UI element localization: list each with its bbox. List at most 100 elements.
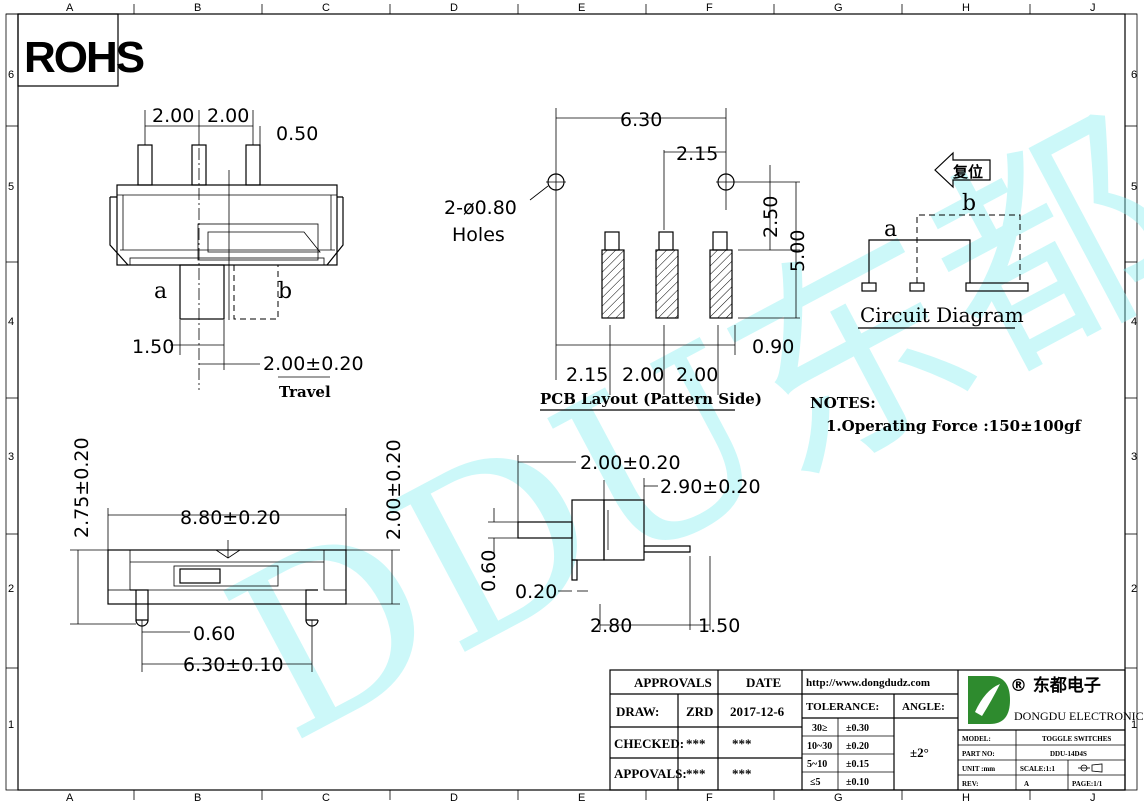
frame-col-label: G — [834, 792, 843, 804]
checked-label: CHECKED: — [614, 736, 684, 751]
top-dim-pitch-1: 2.00 — [152, 105, 194, 127]
model-value: TOGGLE SWITCHES — [1042, 735, 1111, 743]
pcb-pad — [601, 249, 625, 319]
circuit-diagram — [858, 151, 1029, 329]
top-label-b: b — [278, 279, 292, 304]
company-name-en: DONGDU ELECTRONICS — [1014, 709, 1144, 723]
draw-date: 2017-12-6 — [730, 704, 785, 719]
pcb-pad — [709, 249, 733, 319]
approvals-header: APPROVALS — [634, 675, 712, 690]
frame-col-label: G — [834, 2, 843, 14]
side-dim-3: 0.60 — [478, 550, 500, 592]
pcb-dim-bottom-2: 2.00 — [622, 364, 664, 386]
top-travel-label: Travel — [279, 383, 331, 401]
frame-col-label: E — [578, 2, 585, 14]
frame-row-label: 5 — [8, 181, 14, 193]
frame-col-label: D — [450, 2, 458, 14]
pcb-dim-pad: 0.90 — [752, 336, 794, 358]
circuit-reset-label: 复位 — [952, 163, 983, 181]
date-header: DATE — [746, 675, 781, 690]
frame-row-label: 6 — [8, 69, 14, 81]
frame-row-label: 2 — [8, 583, 14, 595]
tol-range-3: ≤5 — [810, 777, 821, 788]
frame-row-label: 6 — [1131, 69, 1137, 81]
approvals-name: *** — [686, 766, 706, 781]
top-dim-actuator: 1.50 — [132, 336, 174, 358]
pcb-dim-overall: 6.30 — [620, 109, 662, 131]
tol-range-2: 5~10 — [807, 759, 827, 770]
frame-col-label: A — [66, 792, 74, 804]
tolerance-label: TOLERANCE: — [806, 701, 879, 713]
rohs-box: ROHS — [17, 13, 146, 87]
pcb-pin-top — [712, 231, 728, 251]
draw-label: DRAW: — [616, 704, 659, 719]
rev-label: REV: — [962, 780, 978, 788]
front-dim-leg: 0.60 — [193, 623, 235, 645]
side-dim-6: 1.50 — [698, 615, 740, 637]
notes-title: NOTES: — [810, 394, 876, 412]
top-dim-pin-width: 0.50 — [276, 123, 318, 145]
top-label-a: a — [154, 279, 167, 304]
drawing-frame — [5, 4, 1138, 800]
frame-row-label: 1 — [1131, 719, 1137, 731]
frame-col-label: H — [962, 2, 970, 14]
pcb-dim-bottom-3: 2.00 — [676, 364, 718, 386]
frame-col-label: H — [962, 792, 970, 804]
frame-col-label: C — [322, 792, 330, 804]
circuit-title: Circuit Diagram — [860, 303, 1024, 327]
title-block — [609, 669, 1126, 791]
model-label: MODEL: — [962, 735, 991, 743]
tol-value-3: ±0.10 — [846, 777, 869, 788]
frame-row-label: 2 — [1131, 583, 1137, 595]
tol-value-2: ±0.15 — [846, 759, 869, 770]
rev-value: A — [1024, 780, 1029, 788]
frame-col-label: F — [706, 792, 713, 804]
notes-line1: 1.Operating Force :150±100gf — [826, 417, 1082, 435]
angle-value: ±2° — [910, 745, 929, 760]
top-dim-pitch-2: 2.00 — [207, 105, 249, 127]
pcb-layout-view — [529, 108, 800, 411]
frame-col-label: D — [450, 792, 458, 804]
frame-col-label: J — [1090, 2, 1096, 14]
page-label: PAGE:1/1 — [1072, 780, 1103, 788]
pcb-holes-label: Holes — [452, 224, 505, 246]
checked-date: *** — [732, 736, 752, 751]
website: http://www.dongdudz.com — [806, 677, 930, 689]
front-dim-height-body: 2.00±0.20 — [383, 439, 405, 540]
scale-label: SCALE:1:1 — [1020, 765, 1056, 773]
tol-value-0: ±0.30 — [846, 723, 869, 734]
frame-col-label: B — [194, 792, 201, 804]
pcb-pin-top — [604, 231, 620, 251]
frame-col-label: B — [194, 2, 201, 14]
pcb-layout-title: PCB Layout (Pattern Side) — [540, 390, 762, 408]
front-dim-height-total: 2.75±0.20 — [71, 437, 93, 538]
part-value: DDU-14D4S — [1050, 750, 1087, 758]
approvals-date: *** — [732, 766, 752, 781]
frame-col-label: F — [706, 2, 713, 14]
tol-range-0: 30≥ — [812, 723, 828, 734]
draw-name: ZRD — [686, 704, 713, 719]
side-dim-4: 0.20 — [515, 581, 557, 603]
front-dim-width: 8.80±0.20 — [180, 507, 281, 529]
frame-row-label: 4 — [8, 316, 14, 328]
part-label: PART NO: — [962, 750, 995, 758]
frame-col-label: A — [66, 2, 74, 14]
projection-symbol-icon — [1078, 763, 1103, 773]
unit-label: UNIT :mm — [962, 765, 995, 773]
top-dim-travel: 2.00±0.20 — [263, 353, 364, 375]
frame-row-label: 5 — [1131, 181, 1137, 193]
side-dim-2: 2.90±0.20 — [660, 476, 761, 498]
frame-col-label: E — [578, 792, 585, 804]
checked-name: *** — [686, 736, 706, 751]
approvals-label: APPOVALS: — [614, 766, 687, 781]
pcb-dim-250: 2.50 — [760, 196, 782, 238]
rohs-label: ROHS — [24, 33, 144, 82]
circuit-label-b: b — [962, 191, 976, 216]
tol-value-1: ±0.20 — [846, 741, 869, 752]
pcb-dim-bottom-1: 2.15 — [566, 364, 608, 386]
pcb-dim-hole-offset: 2.15 — [676, 143, 718, 165]
side-dim-1: 2.00±0.20 — [580, 452, 681, 474]
frame-row-label: 3 — [1131, 451, 1137, 463]
